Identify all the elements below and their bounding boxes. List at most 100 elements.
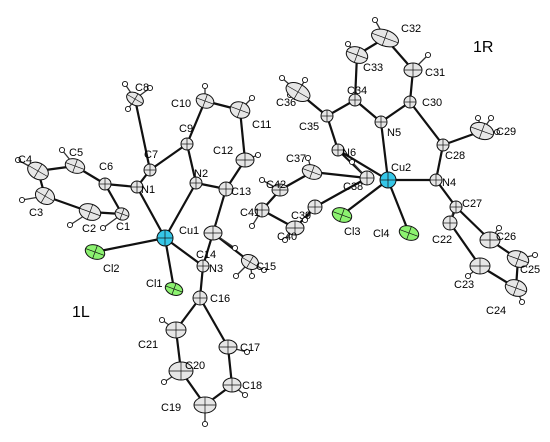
bond-c13-c14 — [211, 187, 228, 235]
atom-c8 — [126, 91, 144, 107]
atom-label-c38: C38 — [343, 181, 363, 193]
atom-label-c29: C29 — [496, 126, 516, 138]
atom-cl2 — [84, 244, 106, 260]
atom-label-c34: C34 — [347, 85, 367, 97]
atom-label-c22: C22 — [432, 234, 452, 246]
atom-c35 — [320, 109, 334, 123]
hydrogen-atom-19 — [158, 316, 166, 324]
atom-label-c35: C35 — [299, 121, 319, 133]
bond-c38-c39 — [313, 176, 369, 209]
atom-c24 — [504, 279, 528, 297]
hydrogen-atom-17 — [201, 420, 209, 428]
atom-n6 — [331, 143, 345, 157]
atom-label-c16: C16 — [210, 293, 230, 305]
atom-label-n5: N5 — [387, 127, 401, 139]
bond-c9-c10 — [185, 99, 207, 146]
hydrogen-atom-31 — [518, 298, 526, 306]
atom-label-c33: C33 — [363, 62, 383, 74]
atom-c28 — [436, 138, 450, 152]
bond-cu2-n5 — [379, 120, 390, 182]
atom-c39 — [307, 199, 323, 215]
hydrogen-atom-35 — [301, 216, 309, 224]
atom-label-c10: C10 — [171, 98, 191, 110]
hydrogen-atom-7 — [124, 105, 132, 113]
atom-c10 — [195, 93, 215, 109]
atom-label-c3: C3 — [29, 207, 43, 219]
atom-c22 — [442, 215, 458, 231]
atom-c33 — [345, 46, 369, 64]
atom-c17 — [218, 339, 238, 355]
atom-c3 — [34, 186, 56, 206]
atom-label-c12: C12 — [213, 145, 233, 157]
atom-c40 — [285, 220, 305, 236]
atom-cl3 — [331, 207, 353, 223]
atom-label-c27: C27 — [462, 198, 482, 210]
hydrogen-atom-6 — [146, 84, 154, 92]
hydrogen-atom-30 — [464, 272, 472, 280]
atom-n5 — [374, 115, 388, 129]
bond-cu1-n1 — [135, 185, 167, 240]
atom-c29 — [469, 121, 495, 141]
atom-c5 — [64, 158, 86, 174]
atom-c6 — [98, 177, 112, 191]
atom-label-c4: C4 — [18, 154, 32, 166]
atom-label-c30: C30 — [422, 97, 442, 109]
atom-label-c7: C7 — [144, 149, 158, 161]
hydrogen-atom-2 — [18, 196, 26, 204]
atom-cu1 — [156, 229, 174, 247]
atom-c9 — [180, 137, 194, 151]
bond-cu2-cl3 — [340, 178, 390, 217]
atom-label-c20: C20 — [185, 360, 205, 372]
atom-label-c15: C15 — [256, 261, 276, 273]
atom-label-c1: C1 — [116, 221, 130, 233]
atom-c34 — [348, 93, 362, 107]
atom-c12 — [235, 152, 255, 168]
atom-label-c21: C21 — [138, 339, 158, 351]
atom-label-n3: N3 — [209, 263, 223, 275]
hydrogen-atom-10 — [254, 151, 262, 159]
atom-label-c40: C40 — [277, 231, 297, 243]
atom-c2 — [78, 203, 102, 221]
atom-label-c14: C14 — [196, 249, 216, 261]
molecule-label-1r: 1R — [473, 39, 493, 56]
atom-label-c28: C28 — [445, 150, 465, 162]
atom-label-c11: C11 — [252, 119, 271, 131]
molecule-label-1l: 1L — [72, 304, 90, 321]
hydrogen-bond-layer — [14, 16, 539, 428]
atom-c26 — [479, 231, 501, 249]
atom-label-c42: C42 — [266, 179, 286, 191]
atom-label-cu1: Cu1 — [179, 225, 199, 237]
bond-cu1-n2 — [163, 181, 198, 240]
atom-c25 — [506, 250, 530, 268]
atom-cu2 — [379, 171, 397, 189]
hydrogen-atom-24 — [424, 51, 432, 59]
hydrogen-atom-15 — [243, 348, 251, 356]
hydrogen-atom-0 — [99, 224, 107, 232]
atom-label-c23: C23 — [454, 279, 474, 291]
atom-c11 — [229, 101, 251, 119]
hydrogen-atom-20 — [278, 74, 286, 82]
atom-label-c13: C13 — [231, 186, 251, 198]
hydrogen-atom-36 — [281, 236, 289, 244]
bond-cu2-cl4 — [386, 178, 411, 235]
atom-label-c6: C6 — [99, 161, 113, 173]
atom-label-layer: C1C2C3C4C5C6C7C8C9C10C11C12C13C14C15C16C… — [18, 23, 540, 414]
atom-c16 — [192, 290, 208, 306]
atom-label-cl2: Cl2 — [103, 263, 120, 275]
atom-n3 — [196, 259, 210, 273]
atom-c19 — [193, 396, 217, 414]
atom-label-c31: C31 — [425, 67, 445, 79]
hydrogen-atom-9 — [248, 94, 256, 102]
atom-label-n1: N1 — [141, 184, 155, 196]
atom-label-c17: C17 — [240, 342, 260, 354]
hydrogen-atom-33 — [495, 224, 503, 232]
atom-c15 — [240, 253, 260, 271]
hydrogen-atom-13 — [248, 272, 256, 280]
atom-label-c26: C26 — [496, 231, 516, 243]
atom-label-c24: C24 — [486, 305, 506, 317]
bond-cu2-n6 — [336, 148, 390, 182]
hydrogen-atom-14 — [232, 272, 240, 280]
atom-label-c39: C39 — [291, 210, 311, 222]
hydrogen-atom-32 — [531, 251, 539, 259]
atom-n1 — [130, 180, 144, 194]
